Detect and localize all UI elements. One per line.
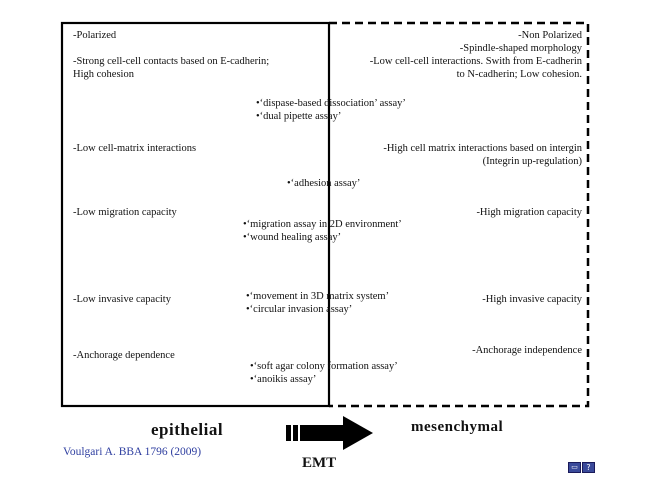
mesenchymal-box [329,21,590,408]
epithelial-polarized: -Polarized [73,30,117,41]
keyboard-icon[interactable]: ▭ [568,462,581,473]
mesenchymal-migration: -High migration capacity [476,207,582,218]
assay-migration-2d: •‘migration assay in 2D environment’ [243,219,402,230]
mesenchymal-contacts-line1: -Low cell-cell interactions. Swith from … [369,56,582,67]
mesenchymal-matrix-line2: (Integrin up-regulation) [482,156,582,167]
citation: Voulgari A. BBA 1796 (2009) [63,446,202,458]
mesenchymal-anchorage: -Anchorage independence [472,345,582,356]
epithelial-migration: -Low migration capacity [73,207,177,218]
mesenchymal-morphology: -Spindle-shaped morphology [459,43,582,54]
assay-dispase: •‘dispase-based dissociation’ assay’ [256,98,406,109]
assay-movement-3d: •‘movement in 3D matrix system’ [246,291,390,302]
mesenchymal-invasive: -High invasive capacity [482,294,582,305]
mesenchymal-label: mesenchymal [411,419,504,435]
assay-anoikis: •‘anoikis assay’ [250,374,317,385]
assay-wound-healing: •‘wound healing assay’ [243,232,342,243]
epithelial-label: epithelial [151,420,224,439]
right-arrow-icon [286,416,373,450]
epithelial-contacts-line1: -Strong cell-cell contacts based on E-ca… [73,56,270,67]
mesenchymal-contacts-line2: to N-cadherin; Low cohesion. [456,69,582,80]
help-icon[interactable]: ? [582,462,595,473]
mesenchymal-matrix-line1: -High cell matrix interactions based on … [383,143,582,154]
epithelial-invasive: -Low invasive capacity [73,294,171,305]
epithelial-contacts-line2: High cohesion [73,69,134,80]
emt-label: EMT [302,455,337,471]
assay-soft-agar: •‘soft agar colony formation assay’ [250,361,398,372]
epithelial-box [60,21,331,408]
epithelial-matrix: -Low cell-matrix interactions [73,143,197,154]
assay-dual-pipette: •‘dual pipette assay’ [256,111,342,122]
assay-adhesion: •‘adhesion assay’ [287,178,361,189]
epithelial-anchorage: -Anchorage dependence [73,350,175,361]
mesenchymal-polarized: -Non Polarized [518,30,582,41]
assay-circular-invasion: •‘circular invasion assay’ [246,304,353,315]
